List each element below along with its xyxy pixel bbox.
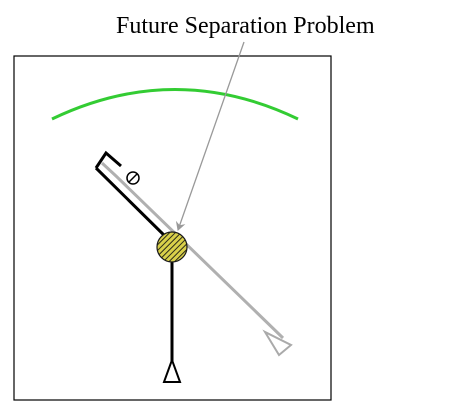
own-route-upper [94, 166, 173, 244]
display-frame [13, 55, 332, 401]
circle-slash-icon [126, 171, 140, 185]
intruder-route [100, 161, 285, 340]
conflict-zone [156, 231, 188, 263]
callout-leader-line [175, 41, 245, 231]
range-arc [51, 88, 299, 121]
callout-label: Future Separation Problem [116, 13, 375, 39]
own-aircraft-triangle-icon [162, 357, 182, 383]
own-route-hook [94, 150, 122, 169]
intruder-aircraft-triangle-icon [262, 329, 293, 357]
